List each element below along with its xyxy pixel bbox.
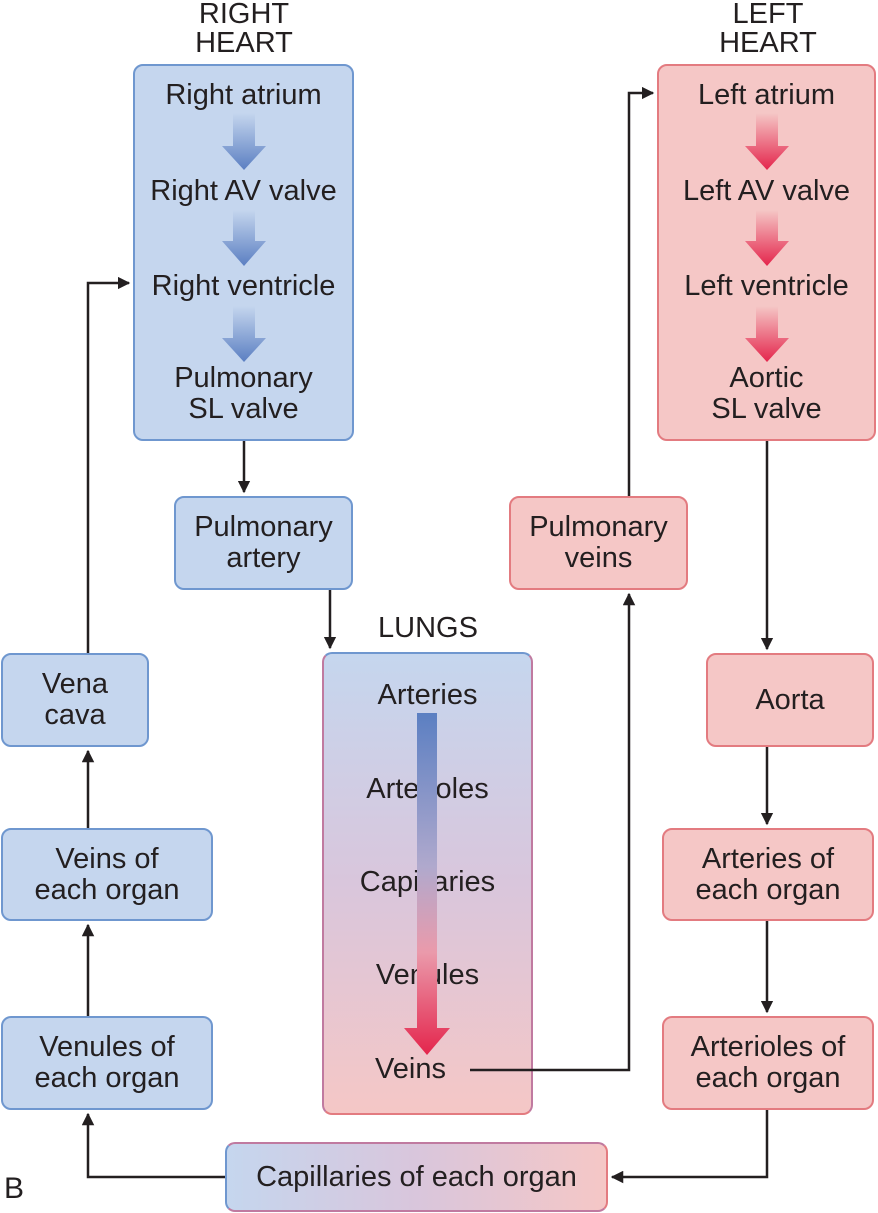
pulmonary-artery-line1: Pulmonary — [194, 511, 333, 543]
left-av-valve-label: Left AV valve — [682, 175, 851, 207]
capillaries-of-each-organ-label: Capillaries of each organ — [256, 1160, 577, 1193]
left-heart-box: Left atrium Left AV valve Left ventricle… — [657, 64, 876, 441]
lungs-flow-arrow — [404, 713, 450, 1055]
right-heart-flow-arrows — [222, 113, 266, 362]
right-heart-header-line1: RIGHT — [198, 0, 290, 30]
arteries-of-each-organ-box: Arteries of each organ — [662, 828, 874, 921]
right-heart-header-line2: HEART — [195, 27, 293, 59]
left-ventricle-label: Left ventricle — [684, 270, 849, 302]
vena-cava-to-right-ventricle-line — [86, 276, 131, 653]
aortic-sl-valve-label-line1: Aortic — [729, 362, 804, 394]
vena-cava-line2: cava — [44, 699, 106, 731]
left-atrium-to-av-arrow — [745, 113, 789, 170]
venules-of-each-organ-box: Venules of each organ — [1, 1016, 213, 1110]
right-ventricle-label: Right ventricle — [151, 270, 336, 302]
left-heart-header-line1: LEFT — [732, 0, 804, 30]
right-heart-header: RIGHT HEART — [144, 0, 344, 58]
arteries-of-each-organ-line1: Arteries of — [701, 842, 835, 875]
right-atrium-label: Right atrium — [165, 79, 322, 111]
pulmonary-artery-box: Pulmonary artery — [174, 496, 353, 590]
capillaries-to-venules-line — [81, 1112, 225, 1179]
arterioles-of-each-organ-line1: Arterioles of — [690, 1031, 846, 1063]
pulmonary-veins-line1: Pulmonary — [529, 511, 668, 543]
lungs-veins-label: Veins — [375, 1053, 446, 1085]
pulmonary-sl-valve-label-line2: SL valve — [188, 393, 299, 425]
arterioles-of-each-organ-line2: each organ — [695, 1062, 841, 1094]
capillaries-of-each-organ-box: Capillaries of each organ — [225, 1142, 608, 1212]
venules-of-each-organ-line1: Venules of — [39, 1031, 175, 1063]
lungs-header: LUNGS — [378, 612, 478, 644]
left-heart-header-line2: HEART — [719, 27, 817, 59]
veins-of-each-organ-line2: each organ — [34, 873, 180, 906]
vena-cava-line1: Vena — [41, 668, 109, 700]
aorta-label: Aorta — [755, 683, 825, 716]
arterioles-to-capillaries-line — [610, 1110, 769, 1184]
pulmonary-veins-box: Pulmonary veins — [509, 496, 688, 590]
pulmonary-artery-line2: artery — [226, 542, 301, 574]
arterioles-of-each-organ-box: Arterioles of each organ — [662, 1016, 874, 1110]
left-heart-header: LEFT HEART — [668, 0, 868, 58]
aortic-sl-valve-label-line2: SL valve — [711, 393, 822, 425]
vena-cava-box: Vena cava — [1, 653, 149, 747]
pulmonary-veins-to-left-atrium-line — [627, 86, 655, 496]
arteries-of-each-organ-line2: each organ — [695, 873, 841, 906]
right-atrium-to-av-arrow — [222, 113, 266, 170]
panel-label: B — [4, 1172, 25, 1205]
aorta-box: Aorta — [706, 653, 874, 747]
left-av-to-ventricle-arrow — [745, 210, 789, 266]
pulmonary-sl-valve-label-line1: Pulmonary — [174, 362, 313, 394]
pulmonary-veins-line2: veins — [564, 542, 633, 574]
right-ventricle-to-sl-arrow — [222, 306, 266, 362]
lungs-arteries-label: Arteries — [377, 679, 478, 711]
veins-of-each-organ-box: Veins of each organ — [1, 828, 213, 921]
right-av-valve-label: Right AV valve — [150, 175, 337, 207]
veins-of-each-organ-line1: Veins of — [55, 842, 159, 875]
lungs-to-pulmonary-veins-line — [470, 592, 636, 1072]
left-ventricle-to-sl-arrow — [745, 306, 789, 362]
left-heart-flow-arrows — [745, 113, 789, 362]
venules-of-each-organ-line2: each organ — [34, 1062, 180, 1094]
left-atrium-label: Left atrium — [698, 79, 835, 111]
right-av-to-ventricle-arrow — [222, 210, 266, 266]
